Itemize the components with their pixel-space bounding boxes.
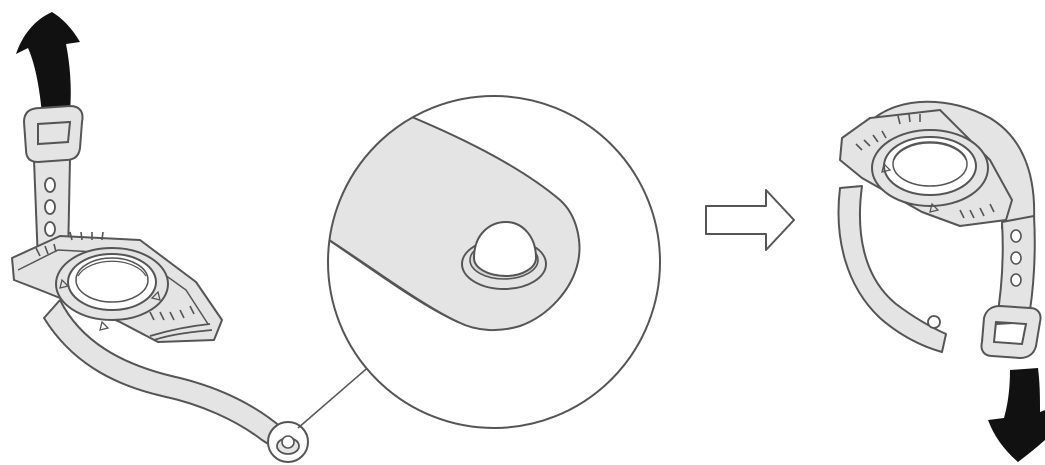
leader-line [298,364,372,428]
strap-hole [45,200,55,214]
strap-hole [1011,230,1021,242]
strap-before [12,12,308,462]
strap-hole [45,222,55,236]
strap-hole [928,316,940,328]
magnified-detail [298,96,660,428]
strap-after [839,102,1045,462]
down-arrow-icon [988,368,1045,462]
strap-stud-icon [268,422,308,462]
up-arrow-icon [16,12,80,114]
right-arrow-icon [706,190,794,250]
strap-loop-icon [981,306,1040,358]
strap-hole [45,178,55,192]
strap-hole [1011,252,1021,264]
strap-hole [1011,274,1021,286]
watch-base-icon [12,232,222,342]
